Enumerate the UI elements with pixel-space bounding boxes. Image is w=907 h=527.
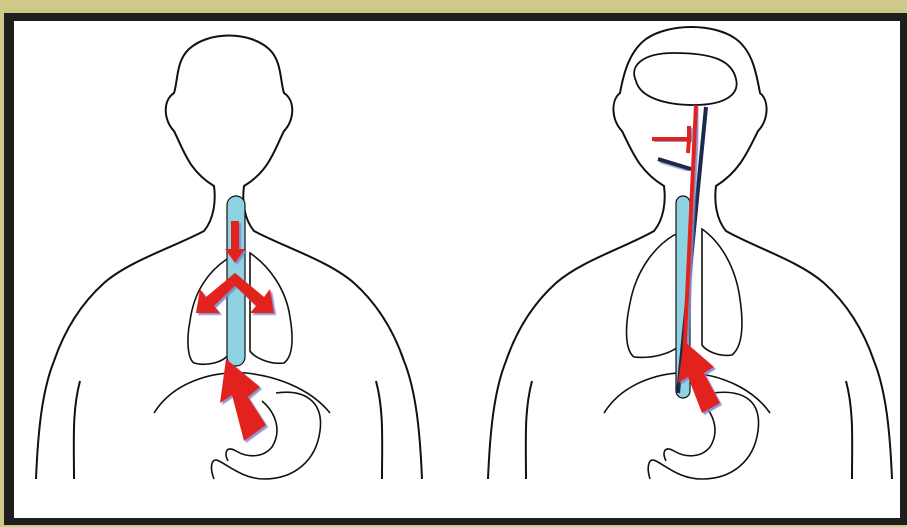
left-arm-line-right bbox=[376, 381, 382, 479]
left-arm-line-left bbox=[74, 381, 80, 479]
right-lung-left bbox=[627, 235, 678, 357]
right-brain bbox=[634, 53, 736, 105]
left-figure bbox=[36, 36, 422, 480]
left-up-arrow bbox=[220, 359, 266, 441]
right-arm-line-right bbox=[846, 381, 852, 479]
right-red-branch-stub bbox=[688, 139, 689, 153]
right-navy-branch bbox=[658, 159, 691, 169]
right-red-branch bbox=[652, 126, 689, 139]
right-figure bbox=[488, 27, 892, 479]
diagram-panel bbox=[14, 21, 900, 518]
right-lung-right bbox=[702, 229, 742, 355]
right-arm-line-left bbox=[526, 381, 532, 479]
diagram-svg bbox=[14, 21, 900, 518]
